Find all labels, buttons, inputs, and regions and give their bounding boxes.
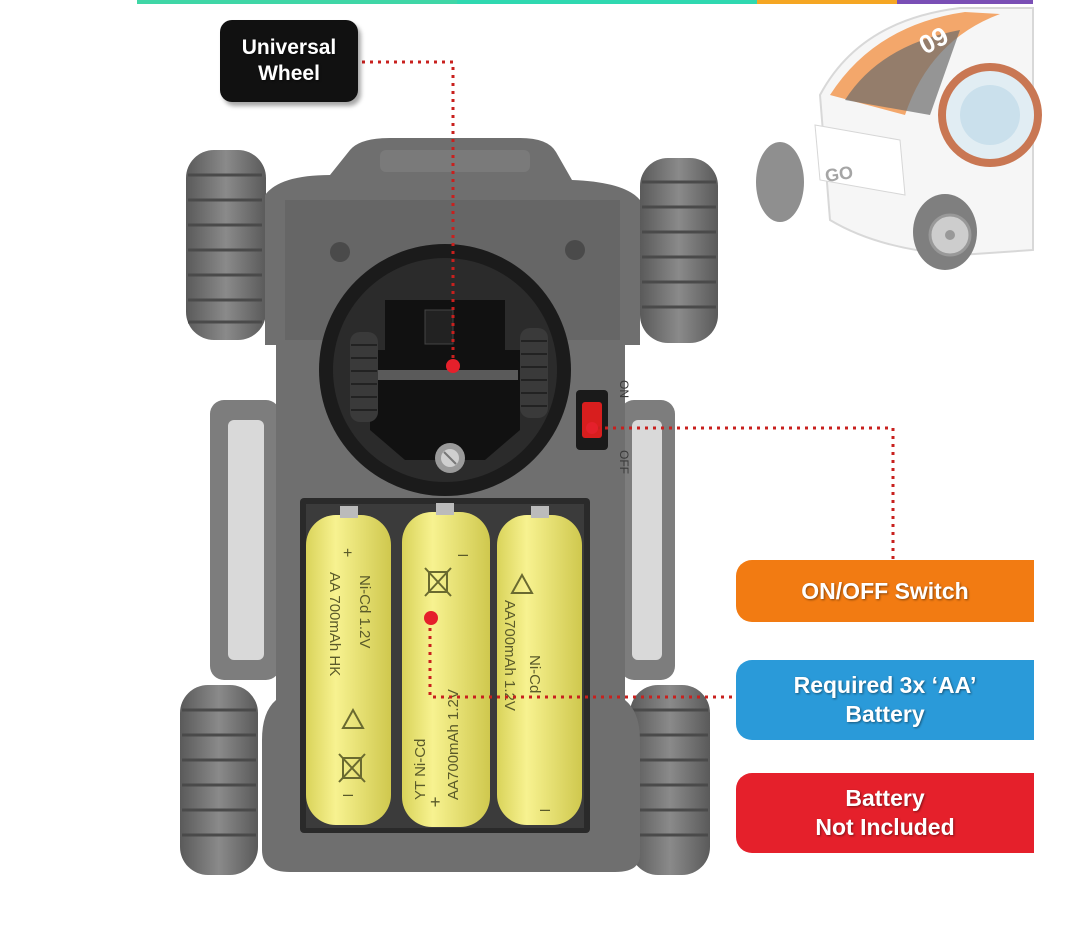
recycle-icon	[510, 572, 534, 594]
battery-1: Ni-Cd 1.2V AA 700mAh HK + –	[306, 506, 391, 825]
recycle-icon	[341, 707, 365, 729]
car-badge-text: GO	[824, 162, 855, 186]
battery-not-included-callout-line1: Battery	[845, 785, 925, 812]
battery-1-plus: +	[343, 545, 352, 562]
car-chassis: ON OFF Ni-Cd 1.2V AA 700mAh HK + –	[180, 138, 718, 875]
battery-required-callout-line1: Required 3x ‘AA’	[793, 672, 977, 699]
battery-2-label-2: AA700mAh 1.2V	[445, 689, 462, 800]
on-off-switch-callout-text: ON/OFF Switch	[801, 577, 969, 604]
crossed-bin-icon	[424, 567, 452, 597]
battery-2-plus: +	[430, 792, 441, 812]
marker-battery	[424, 611, 438, 625]
wheel-front-left	[186, 150, 266, 340]
leader-battery	[428, 620, 736, 699]
battery-not-included-callout-line2: Not Included	[815, 814, 955, 840]
battery-2-minus: –	[458, 544, 468, 564]
wheel-rear-left	[180, 685, 258, 875]
wheel-rear-right	[630, 685, 710, 875]
battery-3-label-1: Ni-Cd	[526, 655, 543, 693]
switch-off-label: OFF	[617, 450, 631, 474]
battery-1-label-2: AA 700mAh HK	[326, 572, 343, 676]
marker-switch	[586, 422, 598, 434]
universal-wheel-assembly	[319, 244, 571, 496]
on-off-switch-callout: ON/OFF Switch	[736, 560, 1034, 622]
battery-2-label-1: YT Ni-Cd	[412, 739, 429, 800]
battery-not-included-callout: Battery Not Included	[736, 773, 1034, 853]
on-off-switch: ON OFF	[576, 380, 631, 474]
battery-2: YT Ni-Cd AA700mAh 1.2V + –	[402, 503, 490, 827]
battery-required-callout-line2: Battery	[845, 701, 925, 727]
switch-on-label: ON	[617, 380, 631, 398]
leader-on-off-switch	[597, 426, 895, 560]
leader-universal-wheel	[362, 60, 455, 365]
crossed-bin-icon	[338, 753, 366, 783]
battery-1-label-1: Ni-Cd 1.2V	[356, 575, 373, 648]
battery-1-minus: –	[343, 784, 353, 804]
car-preview-image: GO 09	[756, 7, 1042, 270]
marker-universal-wheel	[446, 359, 460, 373]
top-accent-bar	[137, 0, 1033, 4]
universal-wheel-callout-line2: Wheel	[258, 62, 320, 85]
universal-wheel-callout-line1: Universal	[241, 35, 337, 59]
battery-3: Ni-Cd AA700mAh 1.2V –	[497, 506, 582, 825]
wheel-front-right	[640, 158, 718, 343]
universal-wheel-callout: Universal Wheel	[220, 20, 358, 102]
battery-required-callout: Required 3x ‘AA’ Battery	[736, 660, 1034, 740]
leader-lines	[362, 60, 895, 699]
battery-3-minus: –	[540, 799, 550, 819]
battery-3-label-2: AA700mAh 1.2V	[501, 600, 518, 711]
